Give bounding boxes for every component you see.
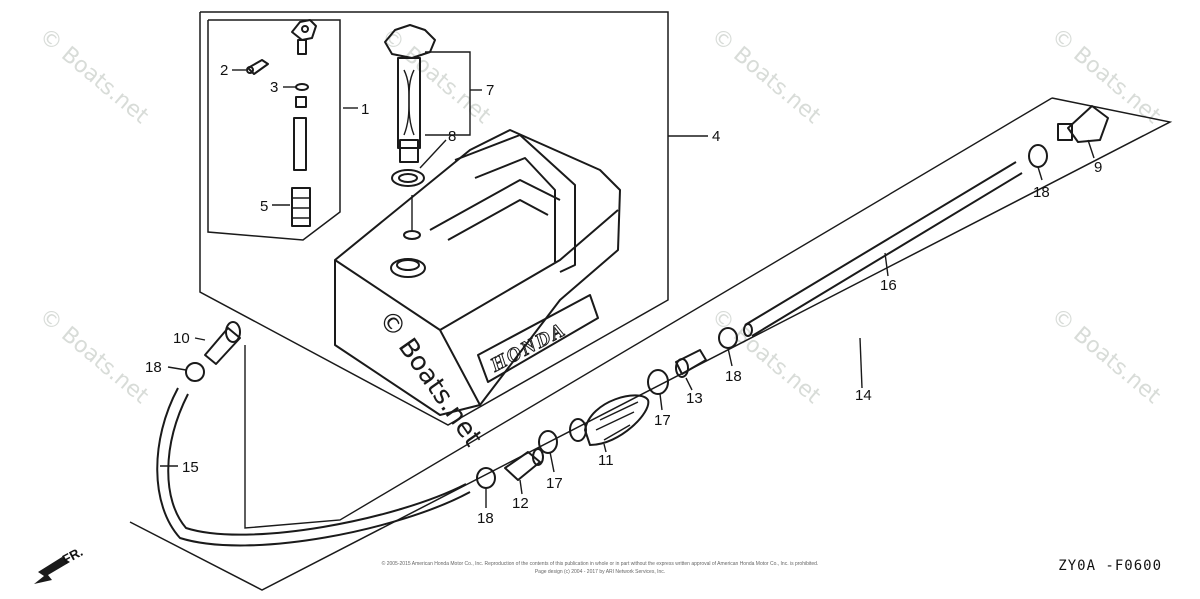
- primer-bulb: [569, 394, 650, 446]
- watermark: © Boats.net: [706, 303, 825, 409]
- watermark: © Boats.net: [706, 23, 825, 129]
- callout-3: 3: [270, 79, 278, 96]
- hose-band: [185, 362, 205, 382]
- cap-parts-frame: [207, 19, 341, 241]
- callout-16: 16: [880, 277, 897, 294]
- watermarks: © Boats.net © Boats.net © Boats.net © Bo…: [34, 23, 1165, 409]
- callout-18: 18: [1033, 184, 1050, 201]
- callout-5: 5: [260, 198, 268, 215]
- joint-13: [675, 349, 707, 378]
- watermark: © Boats.net: [34, 303, 153, 409]
- callout-17: 17: [654, 412, 671, 429]
- watermark: © Boats.net: [376, 23, 495, 129]
- callout-2: 2: [220, 62, 228, 79]
- copyright-footer: © 2005-2015 American Honda Motor Co., In…: [340, 560, 860, 576]
- cap-parts: [246, 19, 317, 227]
- watermark: © Boats.net: [1046, 23, 1165, 129]
- callout-8: 8: [448, 128, 456, 145]
- callout-11: 11: [598, 452, 614, 469]
- hose-band: [1028, 144, 1048, 168]
- callout-12: 12: [512, 495, 529, 512]
- fuel-line-frame: [129, 97, 1173, 591]
- hose-15: [156, 387, 471, 547]
- watermark: © Boats.net: [1046, 303, 1165, 409]
- engine-connector: [204, 321, 241, 365]
- callout-18: 18: [477, 510, 494, 527]
- hose-clip: [538, 430, 558, 454]
- watermark: © Boats.net: [34, 23, 153, 129]
- callout-4: 4: [712, 128, 720, 145]
- hose-16: [743, 161, 1023, 337]
- fuel-tank: HONDA: [334, 129, 621, 416]
- joint-12: [504, 448, 544, 481]
- fuel-line-frame-inner: [244, 97, 1053, 529]
- center-watermark: © Boats.net: [372, 305, 488, 452]
- diagram-code: ZY0A -F0600: [1058, 558, 1162, 574]
- callout-numbers: 1 2 3 4 5 7 8 9 10 11 12 13 14 15 16 17 …: [145, 62, 1102, 527]
- callout-10: 10: [173, 330, 190, 347]
- front-direction-arrow-icon: [34, 557, 70, 584]
- tank-assembly-frame: [199, 11, 669, 426]
- hose-clip: [647, 369, 669, 395]
- callout-15: 15: [182, 459, 199, 476]
- callout-14: 14: [855, 387, 872, 404]
- page-design-credit: Page design (c) 2004 - 2017 by ARI Netwo…: [534, 569, 666, 575]
- callout-18: 18: [145, 359, 162, 376]
- tank-connector: [1057, 105, 1109, 143]
- callout-17: 17: [546, 475, 563, 492]
- leader-lines: [160, 51, 1095, 508]
- callout-9: 9: [1094, 159, 1102, 176]
- callout-13: 13: [686, 390, 703, 407]
- callout-18: 18: [725, 368, 742, 385]
- fuel-gauge: [384, 24, 436, 232]
- copyright-line: © 2005-2015 American Honda Motor Co., In…: [381, 561, 819, 567]
- callout-1: 1: [361, 101, 369, 118]
- callout-7: 7: [486, 82, 494, 99]
